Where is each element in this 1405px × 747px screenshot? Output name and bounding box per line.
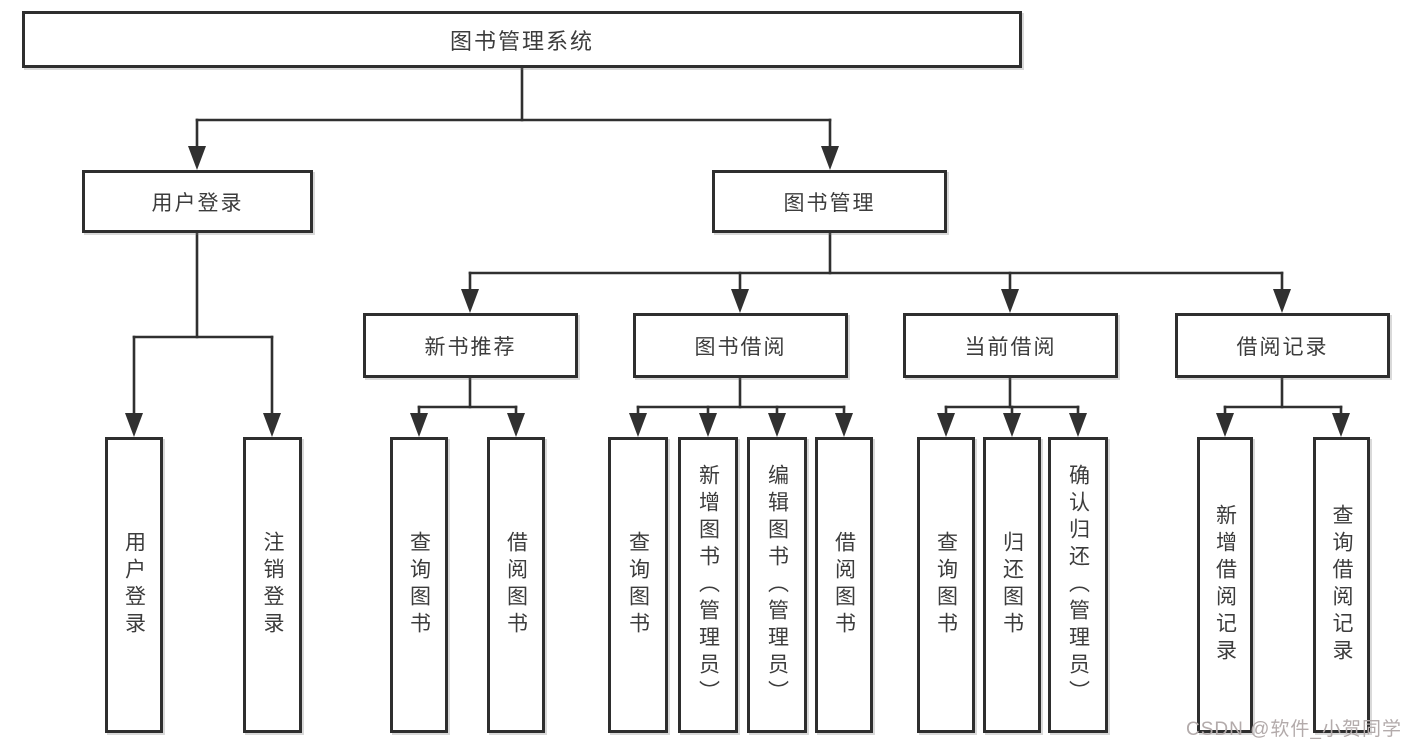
- leaf-label: 确认归还（管理员）: [1066, 463, 1090, 707]
- leaf-add-borrow-record: 新增借阅记录: [1197, 437, 1253, 733]
- leaf-borrow-books: 借阅图书: [815, 437, 873, 733]
- leaf-confirm-return-admin: 确认归还（管理员）: [1048, 437, 1108, 733]
- leaf-label: 注销登录: [261, 531, 284, 639]
- leaf-edit-book-admin: 编辑图书（管理员）: [747, 437, 807, 733]
- node-label: 当前借阅: [964, 335, 1057, 359]
- leaf-query-books-recommend: 查询图书: [390, 437, 448, 733]
- csdn-watermark: CSDN @软件_小贺同学: [1186, 719, 1402, 740]
- leaf-label: 查询图书: [626, 531, 650, 639]
- leaf-label: 归还图书: [1000, 531, 1024, 639]
- node-book-management: 图书管理: [712, 170, 947, 233]
- node-current-borrow: 当前借阅: [903, 313, 1118, 378]
- node-library-management-system: 图书管理系统: [22, 11, 1022, 68]
- node-user-login: 用户登录: [82, 170, 313, 233]
- leaf-add-book-admin: 新增图书（管理员）: [678, 437, 738, 733]
- leaf-query-borrow-record: 查询借阅记录: [1313, 437, 1370, 733]
- leaf-borrow-books-recommend: 借阅图书: [487, 437, 545, 733]
- leaf-logout: 注销登录: [243, 437, 302, 733]
- node-label: 用户登录: [151, 191, 244, 215]
- leaf-label: 新增图书（管理员）: [696, 463, 720, 707]
- node-label: 图书管理: [783, 191, 876, 215]
- leaf-label: 新增借阅记录: [1213, 504, 1237, 666]
- node-label: 图书借阅: [694, 335, 787, 359]
- leaf-return-books: 归还图书: [983, 437, 1041, 733]
- leaf-label: 用户登录: [122, 531, 146, 639]
- leaf-label: 查询图书: [934, 531, 958, 639]
- node-new-book-recommend: 新书推荐: [363, 313, 578, 378]
- leaf-label: 借阅图书: [504, 531, 528, 639]
- leaf-user-login: 用户登录: [105, 437, 163, 733]
- leaf-query-books-current: 查询图书: [917, 437, 975, 733]
- node-label: 新书推荐: [424, 335, 517, 359]
- leaf-label: 编辑图书（管理员）: [765, 463, 789, 707]
- node-label: 图书管理系统: [449, 28, 594, 54]
- leaf-label: 查询借阅记录: [1330, 504, 1353, 666]
- leaf-query-books-borrow: 查询图书: [608, 437, 668, 733]
- node-label: 借阅记录: [1236, 335, 1329, 359]
- leaf-label: 借阅图书: [832, 531, 856, 639]
- leaf-label: 查询图书: [407, 531, 431, 639]
- node-book-borrow: 图书借阅: [633, 313, 848, 378]
- node-borrow-records: 借阅记录: [1175, 313, 1390, 378]
